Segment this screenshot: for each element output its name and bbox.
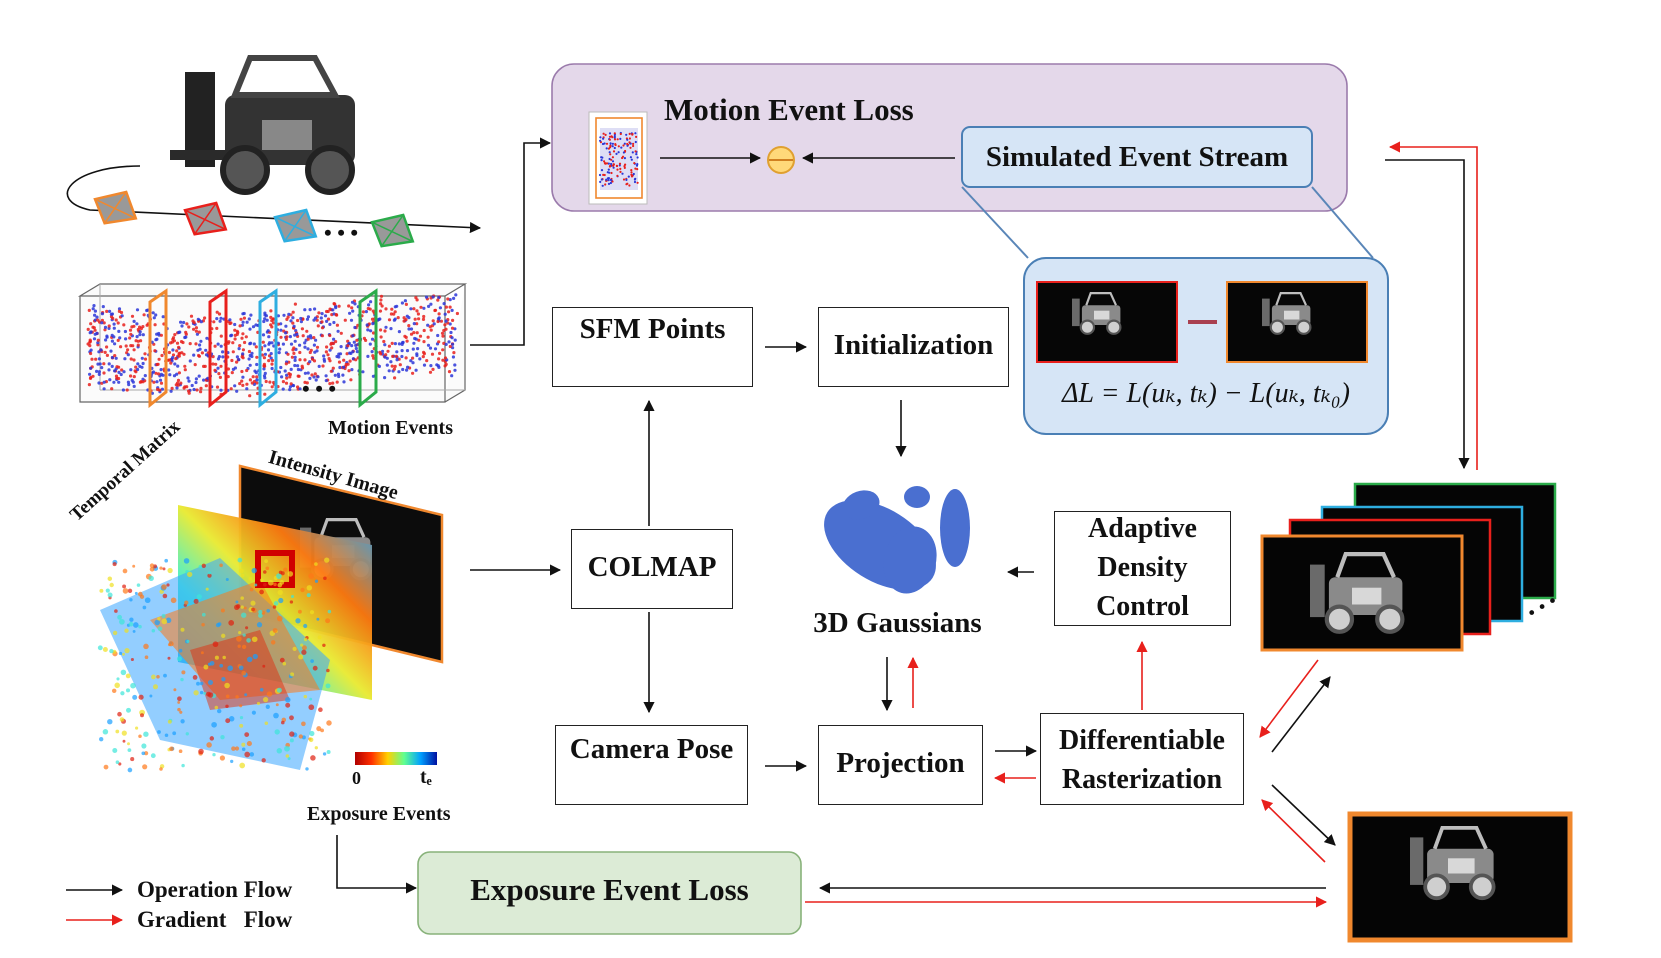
colorbar-min-label: 0 (352, 768, 361, 788)
diff-raster-box (1040, 713, 1244, 805)
adaptive-density-box (1054, 511, 1231, 626)
colorbar (355, 752, 437, 765)
projection-label: Projection (836, 747, 965, 779)
trajectory-ellipsis: • • • (324, 220, 358, 245)
motion-loss-title: Motion Event Loss (664, 92, 914, 127)
colmap-box (571, 529, 733, 609)
volume-ellipsis: • • • (302, 376, 336, 401)
initialization-box (818, 307, 1009, 387)
camera-pose-box (555, 725, 748, 805)
simulated-stream-box (961, 126, 1313, 188)
event-volume-thumbnail (588, 111, 648, 205)
adaptive-density-label-1: Adaptive (1088, 513, 1197, 544)
forklift-photo (170, 55, 355, 195)
exposure-loss-panel (417, 851, 802, 935)
exposure-frame (1347, 811, 1573, 943)
diff-raster-label-1: Differentiable (1059, 725, 1225, 756)
event-slice (258, 288, 278, 409)
camera-frustum-icon (93, 190, 138, 225)
camera-frustum-icon (183, 201, 228, 236)
rendered-views-stack (1260, 482, 1557, 652)
sfm-points-label: SFM Points (579, 313, 726, 345)
exposure-events-label: Exposure Events (307, 803, 451, 825)
gaussians-icon (824, 486, 970, 594)
initialization-label: Initialization (833, 329, 994, 361)
colmap-label: COLMAP (587, 551, 717, 583)
rendered-frame-b (1226, 281, 1368, 363)
rendered-frame-a (1036, 281, 1178, 363)
projection-box (818, 725, 983, 805)
diff-raster-label-2: Rasterization (1061, 764, 1223, 795)
camera-pose-label: Camera Pose (569, 733, 734, 765)
trajectory-curve (66, 165, 482, 234)
gaussians-label: 3D Gaussians (813, 607, 982, 639)
simulated-stream-label: Simulated Event Stream (985, 141, 1289, 173)
sfm-points-box (552, 307, 753, 387)
adaptive-density-label-3: Control (1096, 591, 1189, 622)
delta-formula: ΔL = L(uₖ, tₖ) − L(uₖ, tₖ₀) (1062, 378, 1350, 409)
legend-gradient-label: Gradient Flow (137, 907, 293, 932)
legend-operation-label: Operation Flow (137, 877, 293, 902)
exposure-loss-label: Exposure Event Loss (470, 872, 749, 907)
colorbar-max-label: tₑ (420, 766, 432, 788)
temporal-matrix (97, 505, 372, 773)
motion-events-label: Motion Events (328, 417, 453, 439)
motion-events-volume (77, 283, 468, 409)
event-slice (208, 288, 228, 409)
camera-frustum-icon (370, 213, 415, 248)
event-slice (148, 288, 168, 409)
subtract-icon (767, 146, 795, 174)
adaptive-density-label-2: Density (1097, 552, 1188, 583)
camera-frustums-top (93, 190, 415, 248)
event-slice (358, 288, 378, 409)
camera-frustum-icon (273, 208, 318, 243)
